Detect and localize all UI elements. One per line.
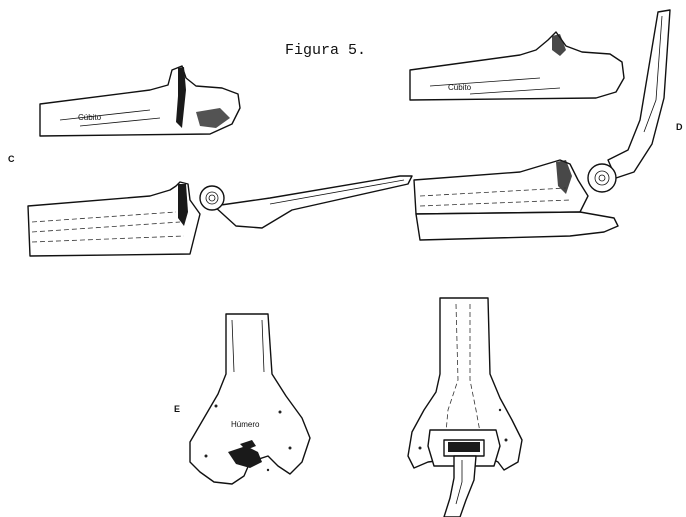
panel-label-e: E	[174, 404, 180, 414]
figure-title: Figura 5.	[285, 42, 366, 59]
panel-c-ulna-prosthesis	[28, 176, 412, 256]
panel-b-ulna: Cúbito	[410, 32, 624, 100]
panel-label-d: D	[676, 122, 683, 132]
label-cubito-a: Cúbito	[78, 113, 102, 122]
panel-f-humerus-prosthesis	[408, 298, 522, 517]
panel-label-c: C	[8, 154, 15, 164]
label-humero: Húmero	[231, 420, 260, 429]
label-cubito-b: Cúbito	[448, 83, 472, 92]
panel-a-ulna: Cúbito	[40, 66, 240, 136]
panel-e-humerus: Húmero	[190, 314, 310, 484]
